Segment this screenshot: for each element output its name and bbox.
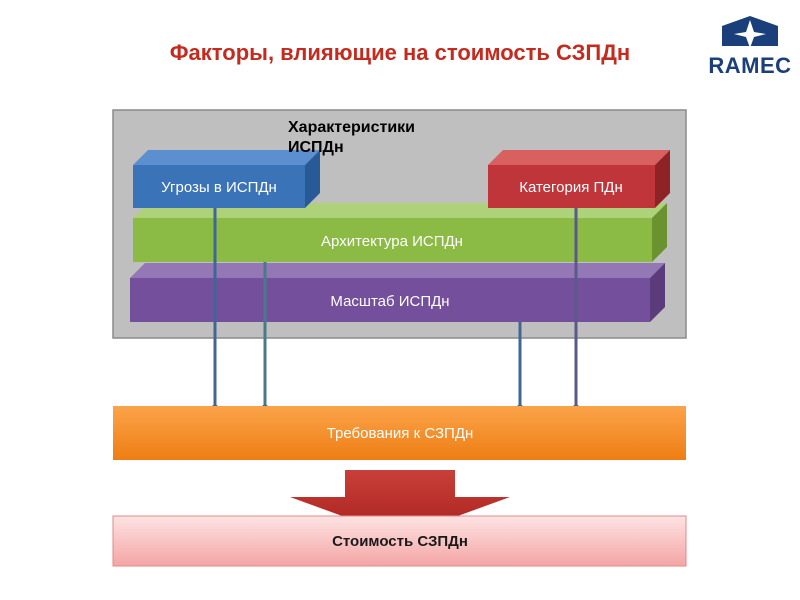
threats-label: Угрозы в ИСПДн [161,179,277,196]
logo-text: RAMEC [708,53,792,78]
requirements-label: Требования к СЗПДн [327,425,474,442]
slide-title: Факторы, влияющие на стоимость СЗПДн [169,40,631,65]
threats-block: Угрозы в ИСПДн [133,150,320,208]
cost-label: Стоимость СЗПДн [332,533,468,550]
connector-lines [213,208,578,408]
characteristics-heading-line2: ИСПДн [288,139,344,156]
category-label: Категория ПДн [519,179,623,196]
architecture-label: Архитектура ИСПДн [321,233,463,250]
cost-box: Стоимость СЗПДн [112,515,687,567]
scale-block: Масштаб ИСПДн [130,263,665,322]
ramec-logo-icon [722,16,778,48]
category-block: Категория ПДн [488,150,670,208]
down-arrow-icon [290,470,510,537]
architecture-block: Архитектура ИСПДн [133,203,667,262]
scale-label: Масштаб ИСПДн [330,293,449,310]
requirements-bar: Требования к СЗПДн [113,406,686,460]
characteristics-heading-line1: Характеристики [288,119,415,136]
